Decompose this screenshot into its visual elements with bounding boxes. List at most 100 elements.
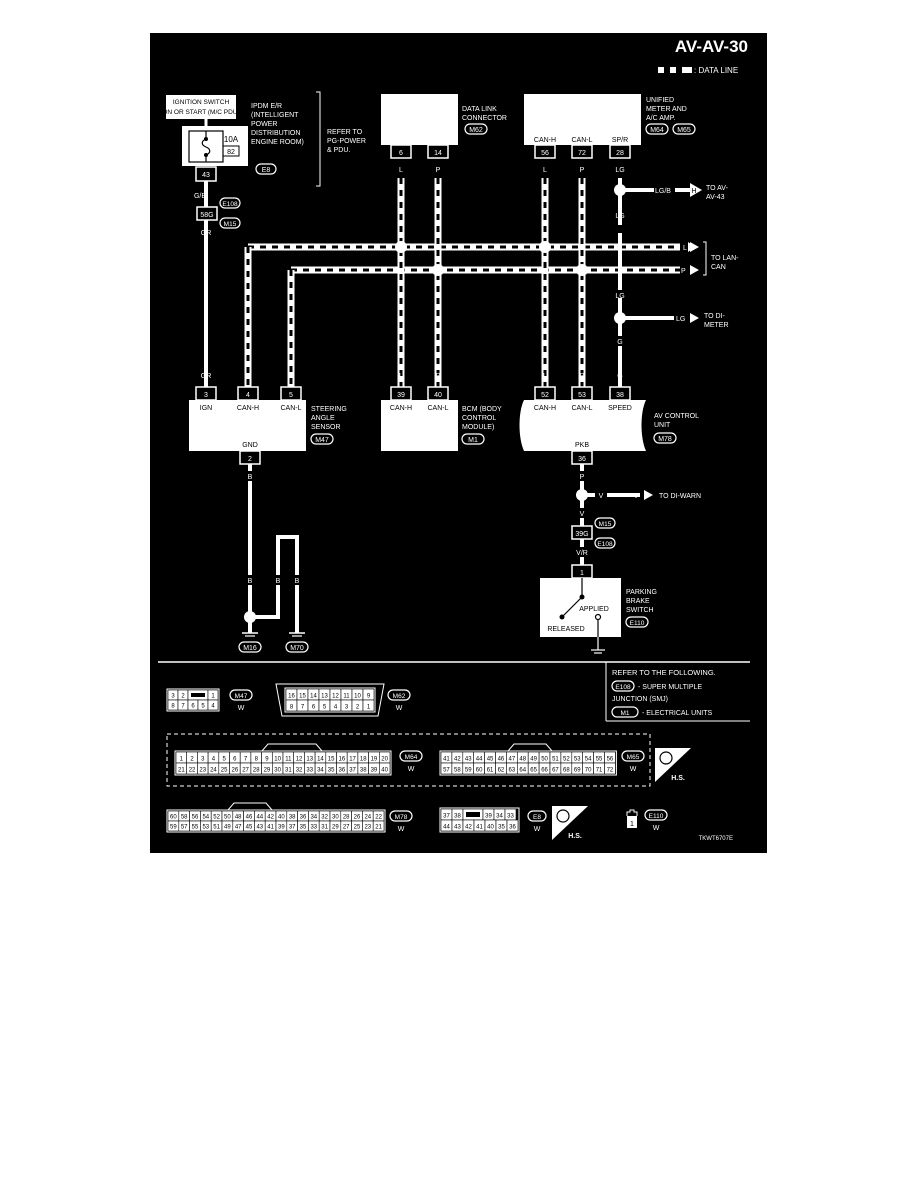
connector-pin-number: 53 [202, 825, 209, 831]
connector-pin-number: 58 [181, 815, 188, 821]
svg-text:PG-POWER: PG-POWER [327, 138, 366, 145]
connector-pin [378, 762, 391, 775]
connector-outline [439, 807, 520, 833]
connector-pin-number: 38 [360, 768, 367, 774]
connector-pin-number: 54 [202, 815, 209, 821]
svg-text:28: 28 [616, 150, 624, 157]
junction-dot [395, 241, 407, 253]
connector-pin-number: 49 [530, 757, 537, 763]
connector-pin-number: 16 [339, 757, 346, 763]
steering-angle-sensor: GR L P 3 4 5 IGN CAN-H CAN-L GND STEERIN… [189, 373, 347, 617]
svg-text:43: 43 [202, 172, 210, 179]
svg-text:V: V [634, 493, 639, 500]
svg-text:B: B [295, 578, 300, 585]
svg-text:UNIT: UNIT [654, 422, 671, 429]
page-id: AV-AV-30 [675, 37, 748, 56]
speed-signal-wire: LG LG G LG/B H TO AV- AV-43 LG TO DI- ME… [612, 178, 729, 387]
connector-pin-number: 57 [443, 768, 450, 774]
svg-text:REFER TO: REFER TO [327, 129, 363, 136]
svg-text:L: L [543, 373, 547, 380]
connector-pin-number: 17 [349, 757, 356, 763]
av43-arrow [690, 183, 702, 197]
svg-text:H: H [691, 188, 696, 195]
connector-pin-number: 16 [288, 694, 295, 700]
hs-badge: H.S. [552, 806, 588, 840]
can-data-lines: L P TO LAN- CAN [244, 178, 739, 387]
svg-text:M15: M15 [599, 521, 612, 528]
connector-pin-number: 8 [171, 704, 175, 710]
connector-outline [174, 750, 392, 776]
ipdm-connector-tag: E8 [262, 167, 271, 174]
connector-pin-number: 24 [364, 815, 371, 821]
svg-text:CAN-H: CAN-H [390, 405, 412, 412]
svg-text:M64: M64 [650, 127, 664, 134]
connector-pin-number: 2 [190, 757, 194, 763]
svg-text:(INTELLIGENT: (INTELLIGENT [251, 112, 299, 119]
connector-pin-number: 68 [563, 768, 570, 774]
connector-lock-tab [227, 802, 273, 811]
bcm-module: L P 39 40 CAN-H CAN-L BCM (BODY CONTROL … [381, 373, 502, 451]
hs-badge: H.S. [655, 748, 691, 782]
svg-text:B: B [248, 474, 253, 481]
svg-text:E8: E8 [533, 814, 541, 821]
svg-text:GR: GR [201, 373, 212, 380]
connector-lock-tab [261, 743, 323, 752]
svg-text:CAN: CAN [711, 264, 726, 271]
connector-pin-number: 55 [596, 757, 603, 763]
connector-pin-number: 34 [496, 814, 503, 820]
svg-text:W: W [534, 826, 541, 833]
connector-pin-number: 41 [443, 757, 450, 763]
connector-pin-number: 39 [371, 768, 378, 774]
connector-pin-number: 45 [246, 825, 253, 831]
svg-text:V: V [580, 511, 585, 518]
connector-pin-number: 32 [321, 815, 328, 821]
connector-pin-number: 60 [170, 815, 177, 821]
svg-text:ENGINE ROOM): ENGINE ROOM) [251, 139, 304, 146]
connector-pin-number: 2 [181, 694, 185, 700]
connector-pin-number: 38 [289, 815, 296, 821]
connector-pin [372, 820, 385, 832]
connector-pin-number: 4 [334, 705, 338, 711]
svg-text:ON OR START (M/C PDU): ON OR START (M/C PDU) [162, 109, 239, 116]
connector-outline [166, 809, 386, 833]
svg-text:M78: M78 [395, 814, 408, 821]
connector-pin-number: 5 [323, 705, 327, 711]
steering-sensor-box [189, 400, 306, 451]
connector-pin-number: 35 [300, 825, 307, 831]
connector-pin-number: 56 [607, 757, 614, 763]
svg-text:CAN-L: CAN-L [427, 405, 448, 412]
ipdm-er: IGNITION SWITCH ON OR START (M/C PDU) 10… [162, 91, 366, 187]
connector-pin-number: 14 [317, 757, 324, 763]
connector-pin-number: 10 [274, 757, 281, 763]
connector-pin-number: 31 [285, 768, 292, 774]
fuse-amps: 10A [224, 135, 239, 144]
svg-text:CAN-L: CAN-L [280, 405, 301, 412]
connector-pin-number: 51 [552, 757, 559, 763]
connector-pin-number: 56 [192, 815, 199, 821]
connector-pin-number: 30 [332, 815, 339, 821]
connector-view-tags: M47 W M62 W M64 W M65 W M78 W E8 W E110 … [166, 689, 691, 840]
svg-text:E108: E108 [222, 201, 238, 208]
svg-text:39: 39 [397, 392, 405, 399]
connector-pin-number: 40 [381, 768, 388, 774]
svg-text:W: W [398, 826, 405, 833]
lan-can-l-arrow [690, 265, 699, 275]
connector-pin-number: 29 [332, 825, 339, 831]
connector-pin-number: 53 [574, 757, 581, 763]
connector-pin-number: 7 [181, 704, 185, 710]
svg-text:SENSOR: SENSOR [311, 424, 341, 431]
connector-pin-number: 57 [181, 825, 188, 831]
connector-pin-number: 6 [233, 757, 237, 763]
junction-dot [432, 264, 444, 276]
connector-pin-number: 38 [454, 814, 461, 820]
data-link-connector: DATA LINK CONNECTOR M62 6 14 L P [381, 94, 507, 174]
connector-pin-number: 46 [498, 757, 505, 763]
connector-pin-number: 50 [224, 815, 231, 821]
refer-to-box: REFER TO THE FOLLOWING. E108 - SUPER MUL… [605, 662, 750, 722]
svg-text:M15: M15 [224, 221, 237, 228]
svg-text:B: B [276, 578, 281, 585]
svg-text:39G: 39G [575, 531, 588, 538]
